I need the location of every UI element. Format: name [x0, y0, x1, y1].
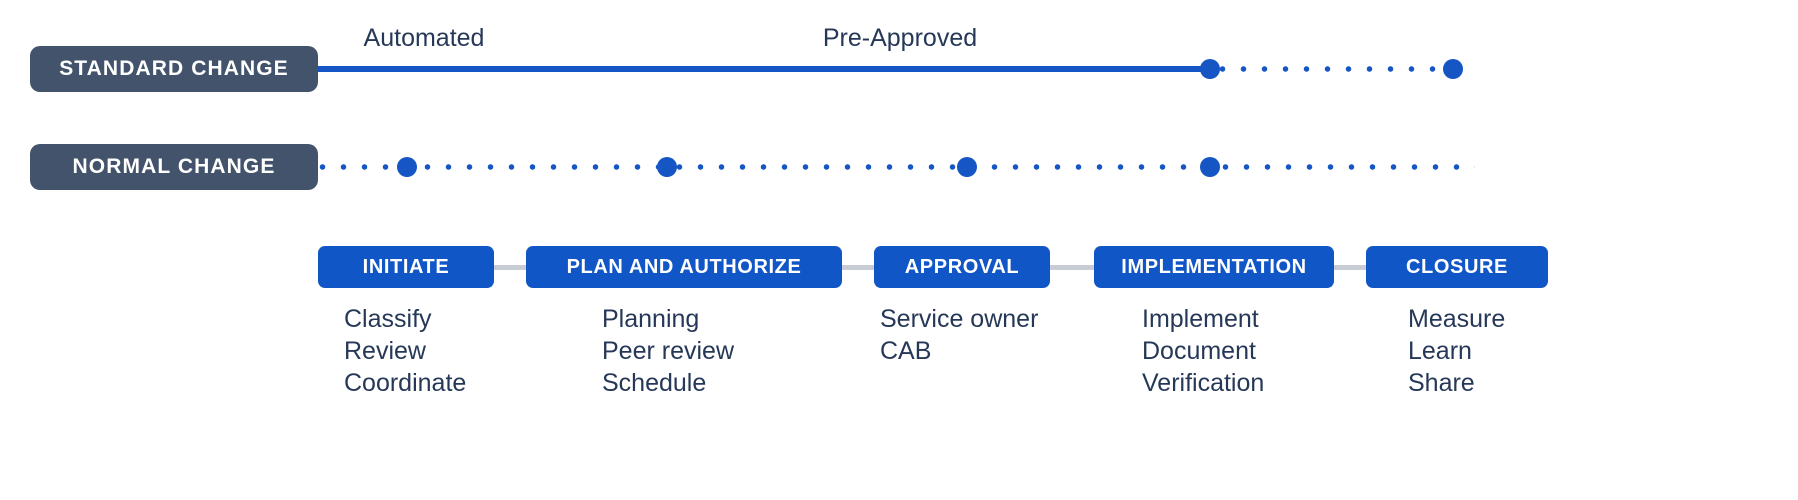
timeline-node-normal-2 [657, 157, 677, 177]
timeline-dotted-segment [310, 164, 1475, 170]
stage-connector [1334, 265, 1366, 270]
caption-pre-approved: Pre-Approved [822, 24, 978, 52]
detail-item: Coordinate [344, 369, 467, 397]
timeline-standard-change [310, 59, 1772, 79]
detail-item: Classify [344, 305, 432, 333]
timeline-node-normal-1 [397, 157, 417, 177]
stage-connector [494, 265, 526, 270]
detail-column-closure: Measure Learn Share [1408, 303, 1505, 399]
stage-box-implementation[interactable]: IMPLEMENTATION [1094, 246, 1334, 288]
detail-item: Document [1142, 337, 1256, 365]
detail-item: CAB [880, 337, 932, 365]
detail-column-implementation: Implement Document Verification [1142, 303, 1264, 399]
track-label-normal-change: NORMAL CHANGE [30, 144, 318, 190]
timeline-solid-segment [310, 66, 1210, 72]
detail-item: Share [1408, 369, 1475, 397]
detail-item: Planning [602, 305, 700, 333]
timeline-node-standard-1 [1200, 59, 1220, 79]
detail-item: Implement [1142, 305, 1259, 333]
timeline-dotted-segment [1210, 66, 1458, 72]
timeline-node-normal-4 [1200, 157, 1220, 177]
stage-connector [1050, 265, 1094, 270]
track-label-standard-change: STANDARD CHANGE [30, 46, 318, 92]
timeline-node-standard-2 [1443, 59, 1463, 79]
stage-box-initiate[interactable]: INITIATE [318, 246, 494, 288]
stage-box-closure[interactable]: CLOSURE [1366, 246, 1548, 288]
detail-item: Peer review [602, 337, 734, 365]
detail-item: Schedule [602, 369, 707, 397]
caption-automated: Automated [363, 24, 485, 52]
detail-item: Measure [1408, 305, 1506, 333]
timeline-node-normal-3 [957, 157, 977, 177]
stage-box-approval[interactable]: APPROVAL [874, 246, 1050, 288]
stage-strip: INITIATE PLAN AND AUTHORIZE APPROVAL IMP… [318, 246, 1748, 288]
detail-item: Service owner [880, 305, 1039, 333]
timeline-normal-change [310, 157, 1772, 177]
stage-box-plan-and-authorize[interactable]: PLAN AND AUTHORIZE [526, 246, 842, 288]
detail-column-plan-and-authorize: Planning Peer review Schedule [602, 303, 734, 399]
detail-item: Verification [1142, 369, 1265, 397]
stage-connector [842, 265, 874, 270]
stage-details: Classify Review Coordinate Planning Peer… [318, 303, 1748, 423]
detail-column-initiate: Classify Review Coordinate [344, 303, 466, 399]
detail-item: Review [344, 337, 426, 365]
detail-item: Learn [1408, 337, 1472, 365]
detail-column-approval: Service owner CAB [880, 303, 1038, 367]
